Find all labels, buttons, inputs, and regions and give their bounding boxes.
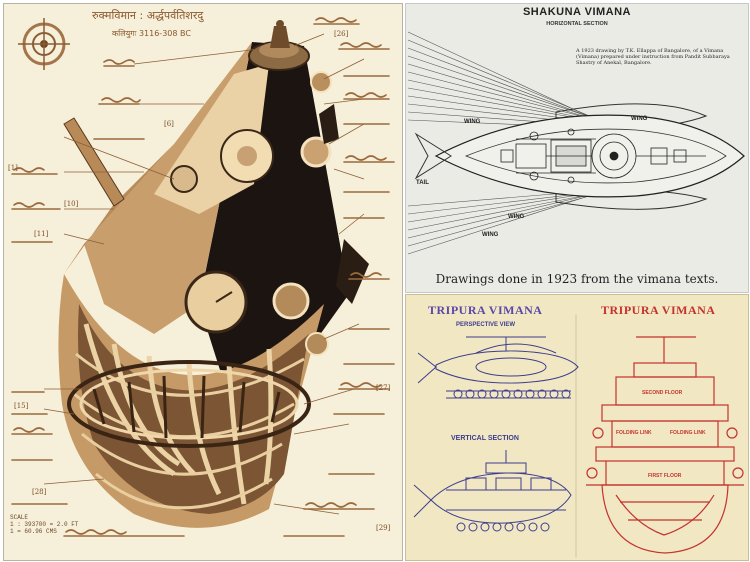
tripura-right-title: TRIPURA VIMANA — [601, 303, 716, 317]
link-ring-icons — [586, 427, 744, 479]
leader-28: [28] — [32, 488, 47, 496]
scale-legend: SCALE 1 : 393700 = 2.0 FT 1 = 60.96 CMS — [10, 514, 79, 535]
wheel-icons — [453, 389, 571, 399]
shakuna-vimana-drawing: SHAKUNA VIMANA HORIZONTAL SECTION A 1923… — [405, 3, 749, 293]
folding-link-label: FOLDING LINK — [670, 430, 706, 436]
leader-6: [6] — [164, 120, 174, 128]
leader-1: [1] — [8, 164, 18, 172]
leader-15: [15] — [14, 402, 29, 410]
leader-11: [11] — [34, 230, 49, 238]
wing-label: WING — [508, 214, 525, 220]
side-dial-icons — [170, 71, 332, 356]
header-inscription: रुक्मविमान : अर्द्धपर्वतिशरदु — [92, 9, 204, 22]
first-floor-label: FIRST FLOOR — [648, 473, 682, 479]
perspective-label: PERSPECTIVE VIEW — [456, 322, 516, 328]
wing-label: WING — [482, 232, 499, 238]
rukma-vimana-drawing — [11, 17, 395, 537]
folding-link-label: FOLDING LINK — [616, 430, 652, 436]
leader-10: [10] — [64, 200, 79, 208]
shakuna-note: A 1923 drawing by T.K. Ellappa of Bangal… — [576, 48, 730, 66]
rukma-vimana-illustration: रुक्मविमान : अर्द्धपर्वतिशरदु कलियुगः 31… — [3, 3, 403, 561]
vertical-section-label: VERTICAL SECTION — [451, 435, 519, 442]
leader-27: [27] — [376, 384, 391, 392]
shakuna-caption: Drawings done in 1923 from the vimana te… — [435, 272, 719, 286]
date-inscription: कलियुगः 3116-308 BC — [112, 29, 191, 38]
dial-gauge-icon — [184, 270, 248, 334]
tail-label: TAIL — [416, 180, 429, 186]
leader-26: [26] — [334, 30, 349, 38]
tripura-diagram-svg — [413, 315, 744, 557]
tripura-left-title: TRIPURA VIMANA — [428, 303, 543, 317]
compass-emblem-icon — [18, 18, 70, 70]
shakuna-plan-svg — [407, 31, 745, 255]
wing-label: WING — [464, 119, 481, 125]
second-floor-label: SECOND FLOOR — [642, 390, 683, 396]
shakuna-subtitle: HORIZONTAL SECTION — [546, 21, 608, 27]
leader-29: [29] — [376, 524, 391, 532]
tripura-vimana-drawing: TRIPURA VIMANA PERSPECTIVE VIEW VERTICAL… — [405, 294, 749, 561]
porthole-icon — [220, 129, 274, 183]
shakuna-title: SHAKUNA VIMANA — [522, 6, 632, 18]
wing-label: WING — [631, 116, 648, 122]
